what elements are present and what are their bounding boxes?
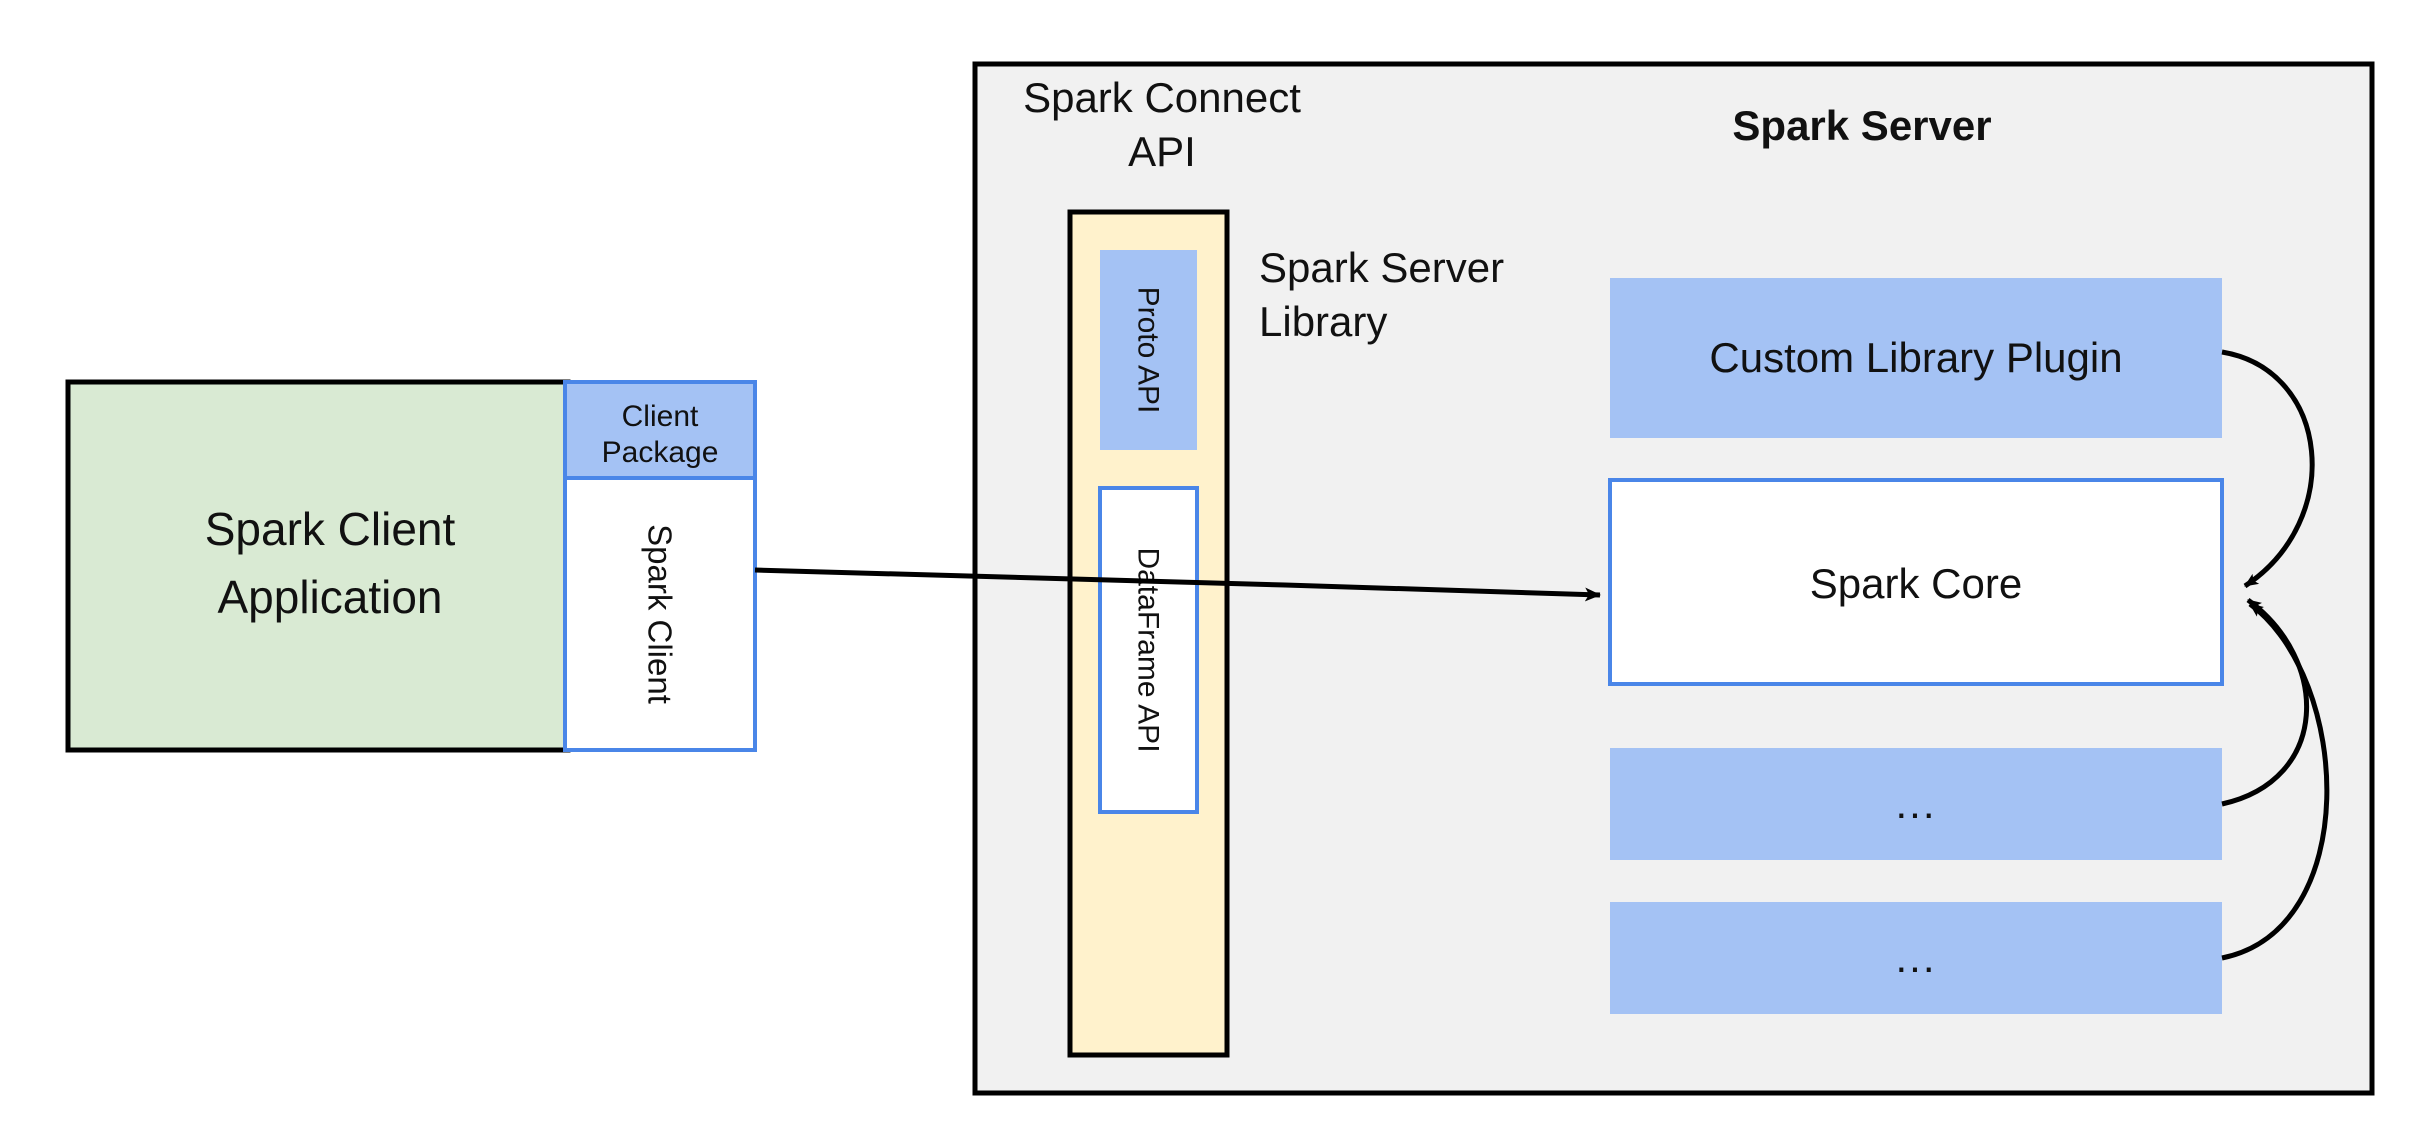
spark-client-label: Spark Client [642, 524, 679, 704]
custom-library-plugin-box[interactable] [1610, 278, 2222, 438]
spark-server-library-label-line1: Spark Server [1259, 244, 1504, 291]
spark-client-application-label-line1: Spark Client [205, 503, 456, 555]
spark-client-application-box[interactable] [65, 379, 571, 753]
ellipsis-box-1-label: ... [1895, 780, 1936, 827]
spark-client-application-label-line2: Application [217, 571, 442, 623]
spark-server-library-label-line2: Library [1259, 298, 1387, 345]
spark-server-title: Spark Server [1732, 102, 1991, 149]
dataframe-api-label: DataFrame API [1132, 547, 1165, 752]
client-package-box[interactable] [563, 380, 757, 480]
custom-library-plugin-label: Custom Library Plugin [1709, 334, 2122, 381]
proto-api-label: Proto API [1132, 287, 1165, 414]
client-package-label-line2: Package [602, 436, 719, 469]
spark-connect-api-label-line1: Spark Connect [1023, 74, 1301, 121]
client-to-core-connector [754, 567, 1601, 602]
spark-client-box[interactable] [563, 476, 757, 752]
proto-api-box[interactable] [1100, 250, 1197, 450]
spark-core-box[interactable] [1608, 478, 2224, 686]
spark-connect-api-label-line2: API [1128, 128, 1196, 175]
plugin-to-core-connector [2221, 349, 2315, 589]
client-package-label-line1: Client [622, 400, 699, 433]
dataframe-api-box[interactable] [1098, 486, 1199, 814]
ellipsis-box-1[interactable] [1610, 748, 2222, 860]
spark-core-label: Spark Core [1810, 560, 2022, 607]
ellipsis-box-2[interactable] [1610, 902, 2222, 1014]
ellipsis-box-2-label: ... [1895, 934, 1936, 981]
ellipsis2-to-core-connector [2221, 601, 2330, 961]
